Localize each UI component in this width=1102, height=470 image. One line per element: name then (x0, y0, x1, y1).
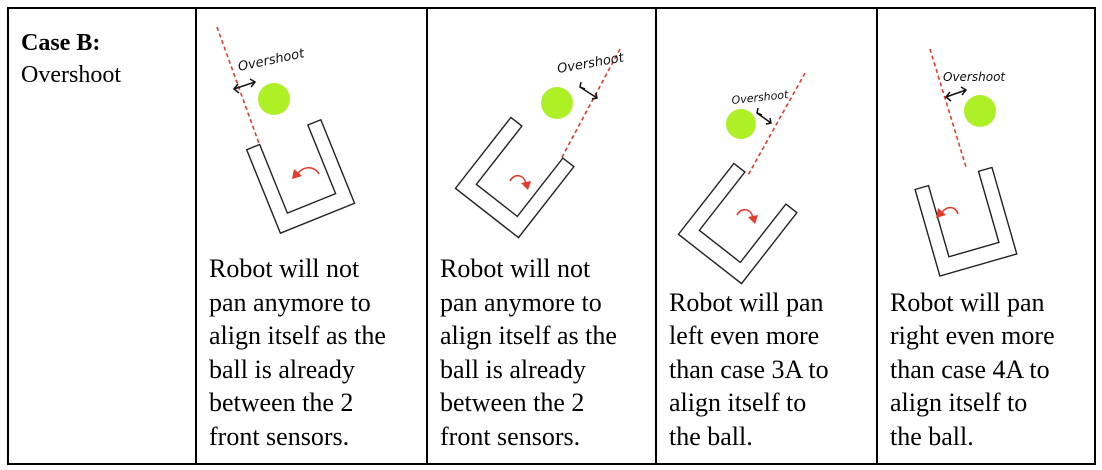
description-line: align itself to (669, 388, 807, 417)
description-line: the ball. (669, 421, 753, 451)
case-table: Case B: Overshoot Overshoot Robot will n… (7, 7, 1096, 465)
panel-2-description: Robot will not pan anymore to align itse… (440, 252, 617, 453)
description-line: ball is already (440, 354, 586, 384)
description-line: between the 2 (209, 388, 354, 417)
description-line: than case 4A to (890, 354, 1050, 384)
tennis-ball-icon (258, 83, 290, 115)
description-line: Robot will not (440, 254, 591, 283)
description-line: front sensors. (209, 421, 350, 451)
u-shaped-robot-icon (454, 116, 575, 239)
case-label-cell: Case B: Overshoot (9, 9, 197, 463)
curved-turn-arrow-icon (936, 206, 959, 218)
double-headed-arrow-icon (232, 78, 257, 94)
curved-turn-arrow-icon (736, 208, 758, 224)
panel-3-description: Robot will pan left even more than case … (669, 286, 829, 454)
panel-3: Overshoot Robot will pan left even more … (657, 9, 878, 463)
tennis-ball-icon (964, 95, 996, 127)
panel-4-sketch: Overshoot (914, 48, 1018, 277)
panel-4: Overshoot Robot will pan right even more… (878, 9, 1094, 463)
description-line: align itself as the (209, 321, 386, 350)
description-line: align itself to (890, 388, 1028, 417)
double-headed-arrow-icon (579, 81, 598, 100)
description-line: pan anymore to (440, 287, 602, 317)
description-line: align itself as the (440, 321, 617, 350)
description-line: left even more (669, 321, 820, 350)
u-shaped-robot-icon (914, 166, 1018, 277)
overshoot-annotation: Overshoot (943, 70, 1006, 84)
double-headed-arrow-icon (944, 86, 968, 102)
description-line: Robot will pan (890, 287, 1045, 317)
trajectory-line (929, 48, 967, 168)
panel-3-sketch: Overshoot (677, 72, 806, 285)
overshoot-annotation: Overshoot (556, 50, 626, 77)
trajectory-line (746, 72, 806, 178)
curved-turn-arrow-icon (509, 174, 531, 190)
description-line: between the 2 (440, 388, 585, 417)
overshoot-annotation: Overshoot (237, 46, 307, 75)
description-line: pan anymore to (209, 287, 371, 317)
u-shaped-robot-icon (677, 162, 798, 285)
case-label: Case B: Overshoot (21, 27, 121, 91)
description-line: front sensors. (440, 421, 581, 451)
panel-2: Overshoot Robot will not pan anymore to … (428, 9, 657, 463)
panel-1-sketch: Overshoot (216, 26, 356, 235)
double-headed-arrow-icon (756, 107, 772, 125)
panel-4-description: Robot will pan right even more than case… (890, 286, 1055, 454)
description-line: than case 3A to (669, 354, 829, 384)
description-line: Robot will not (209, 254, 360, 283)
description-line: Robot will pan (669, 287, 824, 317)
overshoot-annotation: Overshoot (731, 88, 790, 107)
case-title: Case B: (21, 30, 101, 56)
description-line: the ball. (890, 421, 974, 451)
panel-1-description: Robot will not pan anymore to align itse… (209, 252, 386, 453)
curved-turn-arrow-icon (292, 166, 320, 179)
panel-1: Overshoot Robot will not pan anymore to … (197, 9, 428, 463)
description-line: ball is already (209, 354, 355, 384)
tennis-ball-icon (726, 109, 756, 139)
description-line: right even more (890, 321, 1055, 350)
panel-2-sketch: Overshoot (454, 48, 626, 239)
tennis-ball-icon (541, 87, 573, 119)
case-subtitle: Overshoot (21, 62, 121, 88)
u-shaped-robot-icon (245, 118, 356, 235)
